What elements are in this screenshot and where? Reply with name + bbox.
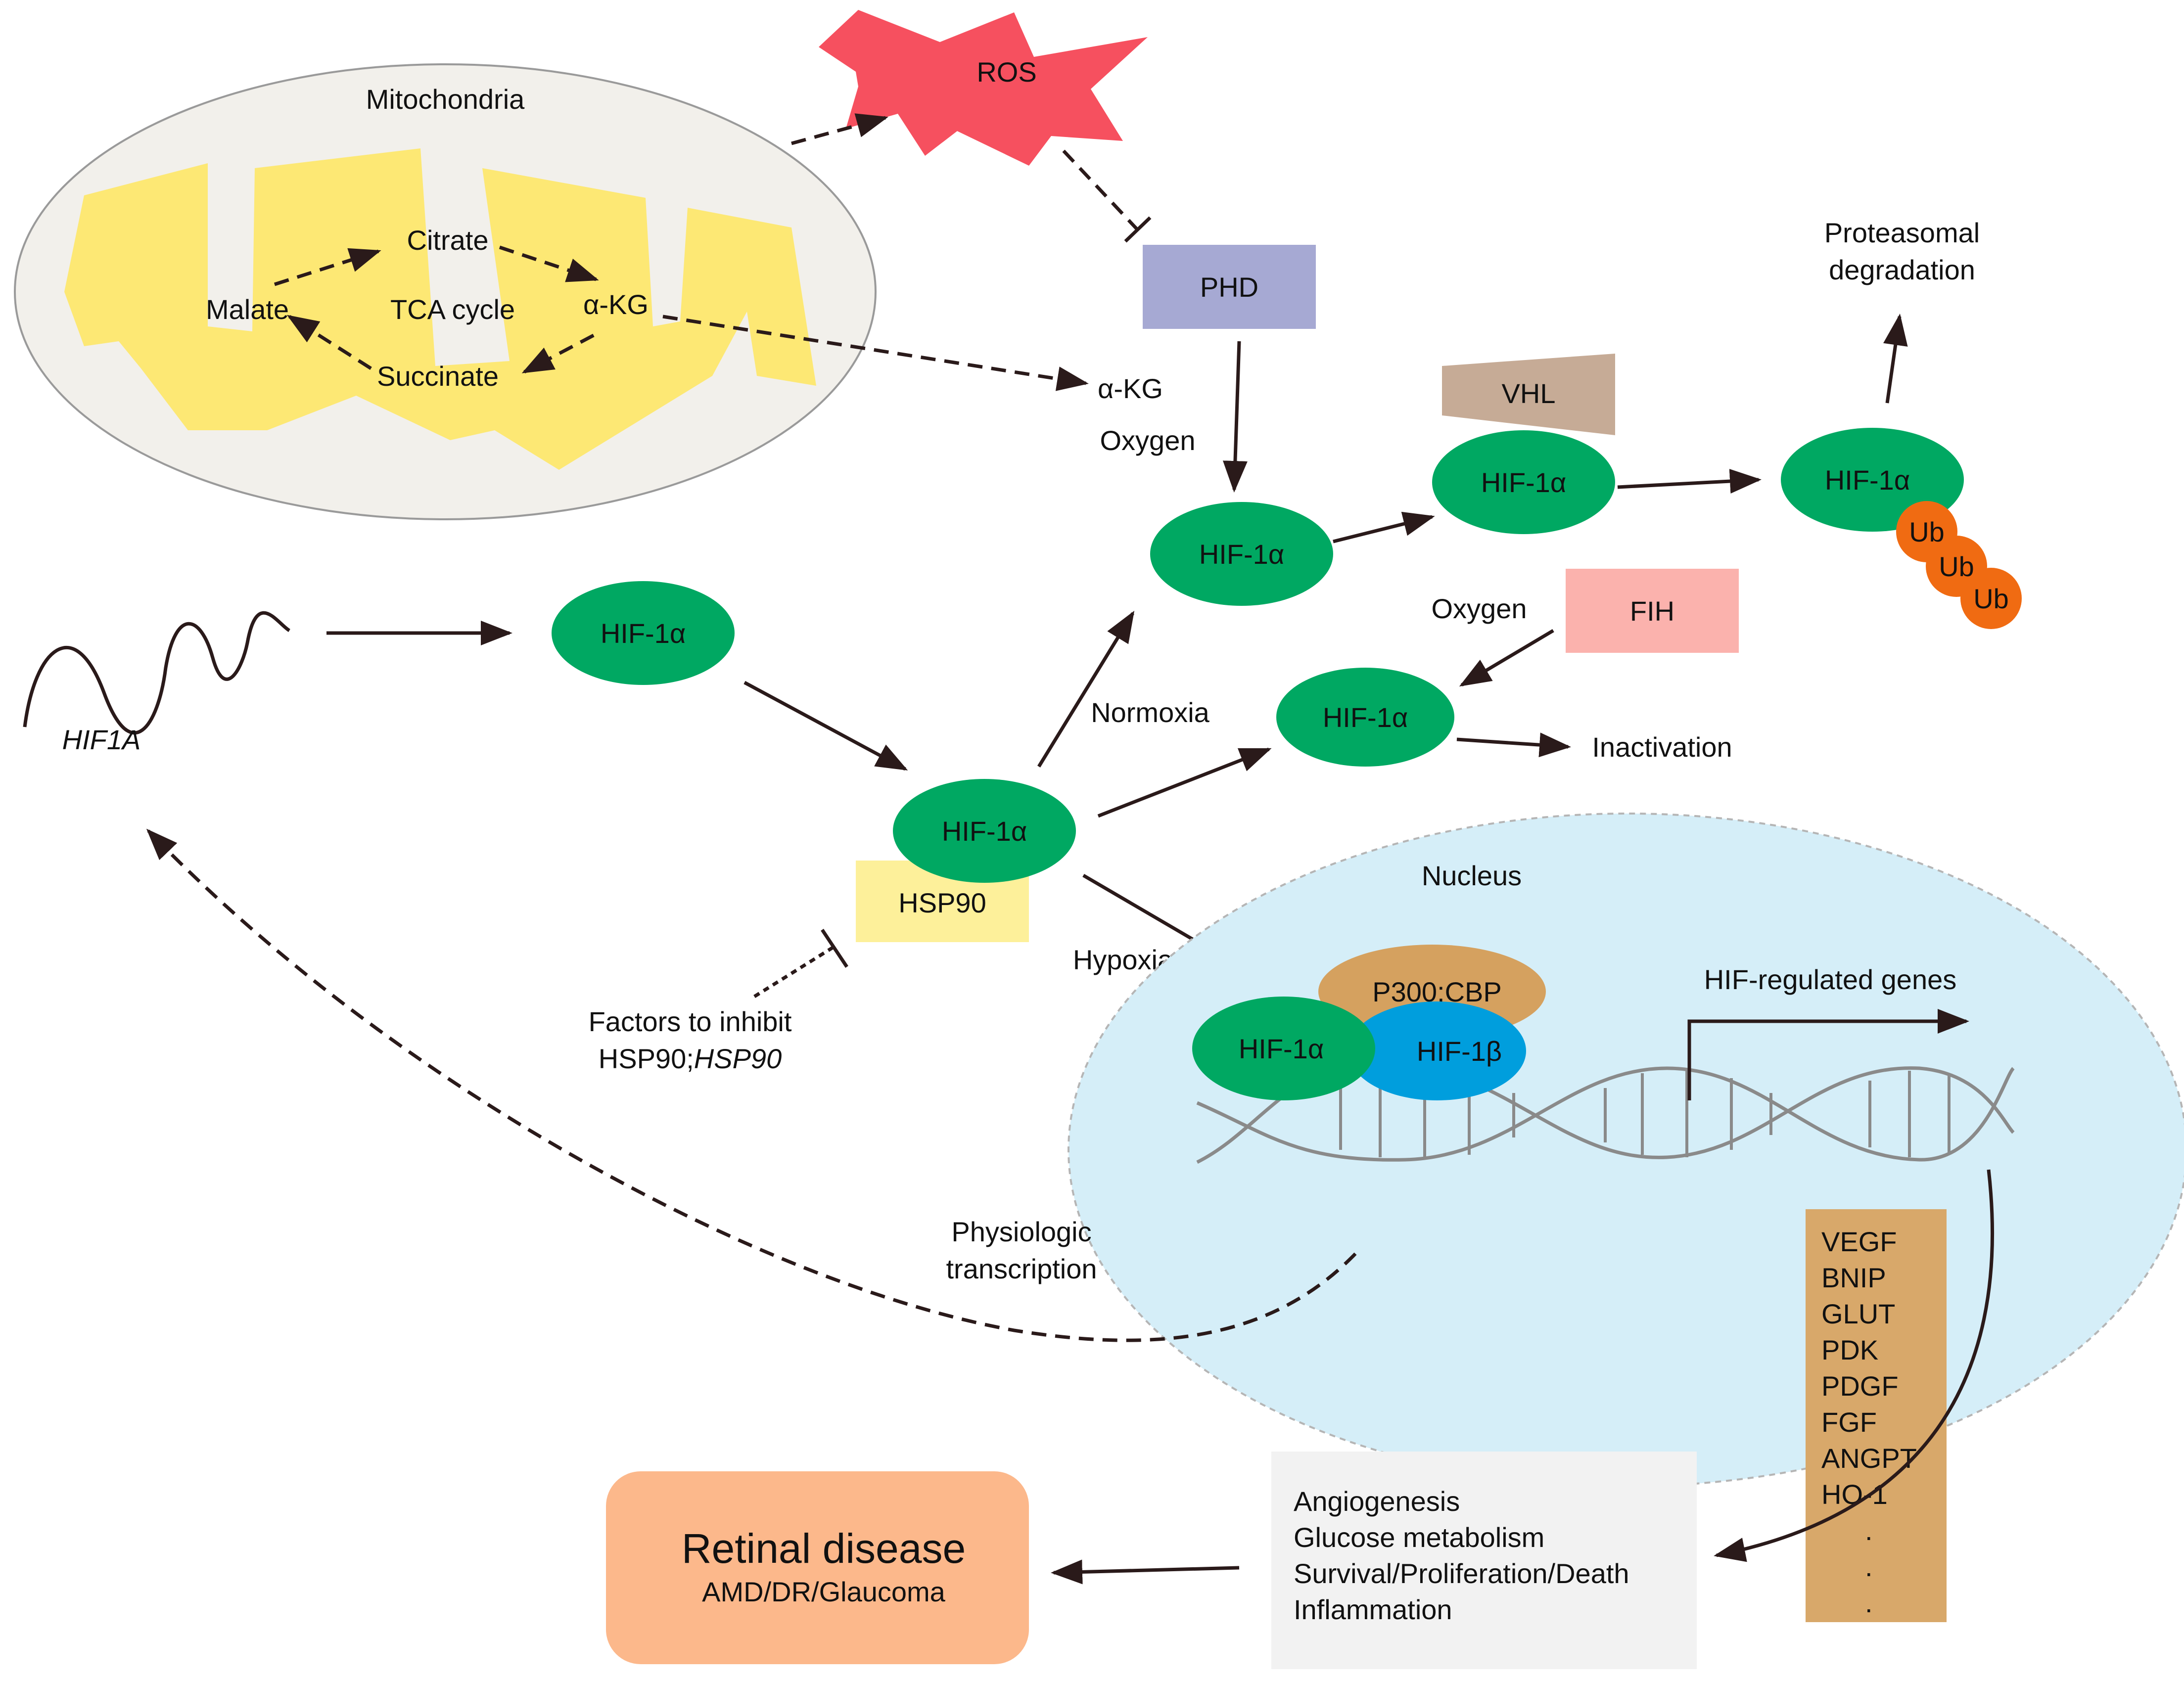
transcription-start-arrow (1687, 1009, 1969, 1100)
retinal-disease-box (606, 1471, 1029, 1664)
effects-to-disease-arrow (1051, 1559, 1240, 1585)
gene-list-box (1806, 1209, 1947, 1622)
genes-to-effects-arrow (1714, 1169, 1995, 1562)
hif1a-label: HIF-1α (1323, 702, 1408, 733)
ubiquitin-1 (1896, 501, 1957, 562)
effect-item: Inflammation (1294, 1594, 1452, 1625)
hsp90-inhibit-bar (821, 929, 848, 968)
alpha-kg-label: α-KG (1098, 373, 1163, 404)
hsp90-label: HSP90 (898, 887, 986, 918)
oxygen-label-fih: Oxygen (1432, 593, 1527, 624)
oxygen-label-phd: Oxygen (1100, 425, 1196, 456)
gene-name: BNIP (1821, 1262, 1886, 1293)
hif1a-hsp90-bound (893, 779, 1076, 883)
ros-inhibits-phd-line (1062, 149, 1139, 231)
gene-list: VEGFBNIPGLUTPDKPDGFFGFANGPTHO-1... (1821, 1226, 1917, 1618)
gene-name: GLUT (1821, 1298, 1895, 1329)
ub-label: Ub (1909, 516, 1945, 547)
transcription-label: transcription (946, 1253, 1097, 1284)
akg-export-arrow (662, 315, 1089, 391)
gene-name: VEGF (1821, 1226, 1897, 1257)
hsp90-inhibition-line (753, 946, 835, 998)
mitochondria-label: Mitochondria (366, 84, 525, 115)
hif-to-hsp90-complex-arrow (743, 681, 908, 771)
vhl-label: VHL (1502, 378, 1556, 409)
gene-list-ellipsis: . (1865, 1551, 1873, 1582)
hif-to-ubiquitinated-arrow (1617, 469, 1762, 494)
physiologic-label: Physiologic (951, 1216, 1091, 1247)
gene-list-ellipsis: . (1865, 1587, 1873, 1618)
citrate-to-akg-arrow (499, 245, 599, 282)
alpha-kg-mito-label: α-KG (583, 289, 649, 320)
gene-name: FGF (1821, 1407, 1877, 1438)
malate-label: Malate (206, 294, 289, 325)
ub-label: Ub (1939, 551, 1974, 582)
fih-to-hif-arrow (1459, 629, 1554, 687)
succinate-label: Succinate (377, 361, 499, 392)
gene-name: PDGF (1821, 1370, 1899, 1402)
hif1a-hydroxylated (1150, 502, 1333, 606)
hif1a-label: HIF-1α (1199, 539, 1284, 570)
inhibit-factors-line1: Factors to inhibit (589, 1006, 792, 1037)
effect-item: Angiogenesis (1294, 1486, 1460, 1517)
hif1a-vhl-bound (1432, 430, 1615, 534)
hif1a-gene-label: HIF1A (62, 724, 141, 755)
inactivation-label: Inactivation (1592, 731, 1732, 763)
inhibit-factors-line2: HSP90;HSP90 (599, 1043, 782, 1074)
mito-to-ros-arrow (791, 113, 888, 145)
nucleus-label: Nucleus (1422, 860, 1522, 891)
to-proteasome-arrow (1883, 314, 1908, 404)
normoxia-arrow (1037, 610, 1135, 768)
hif1a-label: HIF-1α (1481, 467, 1566, 498)
hif1b (1348, 1001, 1526, 1100)
physiologic-transcription-arrow (146, 828, 1357, 1342)
hif-to-inactivation-arrow (1456, 732, 1571, 758)
effects-box (1271, 1452, 1697, 1669)
hif1a-label: HIF-1α (1825, 464, 1910, 496)
phd-label: PHD (1200, 272, 1258, 303)
normoxia-label: Normoxia (1091, 697, 1209, 728)
hif-to-vhl-hif-arrow (1333, 511, 1435, 544)
retinal-disease-title: Retinal disease (682, 1525, 966, 1572)
ros-inhibit-bar (1124, 216, 1152, 243)
effect-item: Glucose metabolism (1294, 1522, 1544, 1553)
succinate-to-malate-arrow (286, 315, 372, 370)
ros-label: ROS (976, 56, 1036, 88)
phd-box (1143, 245, 1316, 329)
hif1a-label: HIF-1α (601, 618, 686, 649)
hif-regulated-genes-label: HIF-regulated genes (1704, 964, 1957, 995)
ubiquitin-chain: Ub Ub Ub (1896, 501, 2022, 629)
effect-item: Survival/Proliferation/Death (1294, 1558, 1629, 1589)
malate-to-citrate-arrow (274, 248, 381, 286)
gene-name: PDK (1821, 1334, 1878, 1365)
hif1b-label: HIF-1β (1417, 1036, 1502, 1067)
mitochondria-cristae (64, 148, 816, 470)
ub-label: Ub (1973, 583, 2009, 614)
hif1a-mrna-wave (23, 611, 290, 735)
to-fih-branch-arrow (1097, 747, 1272, 818)
hif1a-nuclear (1192, 997, 1375, 1100)
vhl-shape (1442, 354, 1615, 435)
nucleus (1068, 813, 2184, 1487)
phd-to-hif-arrow (1222, 341, 1248, 493)
hif1a-label: HIF-1α (1239, 1033, 1324, 1064)
hif1a-label: HIF-1α (942, 816, 1027, 847)
degradation-label: degradation (1829, 254, 1975, 285)
fih-box (1566, 569, 1739, 653)
akg-to-succinate-arrow (521, 333, 595, 374)
ros-burst: ROS (819, 10, 1148, 166)
hif1a-fih-target (1276, 668, 1454, 767)
citrate-label: Citrate (407, 225, 489, 256)
fih-label: FIH (1630, 595, 1674, 627)
tca-cycle-label: TCA cycle (390, 294, 515, 325)
ros-star-shape (819, 10, 1148, 166)
hif1a-translated (552, 581, 735, 685)
proteasomal-label: Proteasomal (1824, 217, 1980, 248)
gene-list-ellipsis: . (1865, 1515, 1873, 1546)
mitochondria: Mitochondria Citrate Malate TCA cycle α-… (14, 63, 877, 520)
retinal-disease-subtitle: AMD/DR/Glaucoma (702, 1576, 946, 1607)
